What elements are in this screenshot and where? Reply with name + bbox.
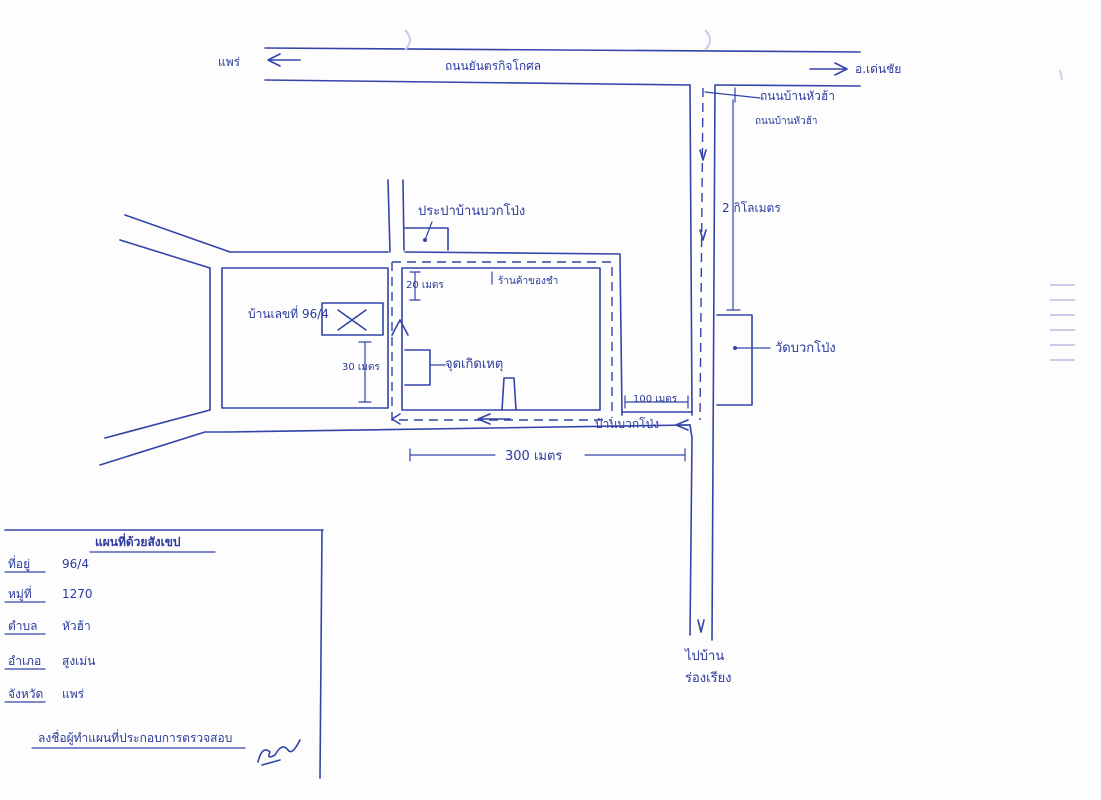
legend-value-3: หัวฮ้า — [62, 619, 91, 633]
west-arrow — [267, 53, 301, 67]
east-direction-label: อ.เด่นชัย — [855, 62, 901, 76]
legend-key-1: ที่อยู่ — [8, 555, 30, 572]
village-roads — [99, 179, 693, 466]
legend-value-1: 96/4 — [62, 557, 89, 571]
legend-row-3: ตำบล หัวฮ้า — [8, 619, 91, 633]
legend-key-5: จังหวัด — [8, 687, 43, 701]
main-road — [264, 29, 1063, 87]
main-road-label: ถนนยันตรกิจโกศล — [445, 59, 541, 73]
house-lot — [221, 267, 389, 409]
side-road-label-2: ถนนบ้านหัวฮ้า — [755, 115, 817, 127]
legend-key-2: หมู่ที่ — [8, 585, 32, 602]
dist-100m-label: 100 เมตร — [633, 394, 678, 405]
dist-300m-label: 300 เมตร — [505, 449, 562, 464]
legend-box — [4, 529, 324, 779]
side-distance-label: 2 กิโลเมตร — [722, 201, 781, 215]
target-house-label: จุดเกิดเหตุ — [445, 357, 503, 372]
temple-label: วัดบวกโป่ง — [775, 340, 836, 356]
grocery-label: ร้านค้าของชำ — [498, 275, 558, 287]
target-house-marker — [404, 349, 517, 411]
temple-marker — [716, 314, 771, 406]
legend-key-4: อำเภอ — [8, 654, 41, 668]
water-supply-marker — [404, 221, 449, 251]
legend-value-4: สูงเม่น — [62, 654, 95, 669]
legend-footer: ลงชื่อผู้ทำแผนที่ประกอบการตรวจสอบ — [38, 729, 232, 746]
signature — [257, 739, 301, 766]
legend-value-2: 1270 — [62, 587, 93, 601]
legend-key-3: ตำบล — [8, 619, 38, 633]
east-arrow — [809, 62, 848, 76]
south-direction-label-1: ไปบ้าน — [684, 648, 724, 664]
side-road-label-1: ถนนบ้านหัวฮ้า — [760, 89, 835, 103]
legend-row-2: หมู่ที่ 1270 — [8, 585, 93, 602]
legend-row-4: อำเภอ สูงเม่น — [8, 654, 95, 669]
inner-block — [391, 261, 613, 421]
side-road — [689, 84, 716, 641]
legend-value-5: แพร่ — [62, 687, 85, 701]
legend-row-1: ที่อยู่ 96/4 — [8, 555, 89, 572]
south-direction-label-2: ร่องเรียง — [685, 670, 732, 686]
legend-row-5: จังหวัด แพร่ — [8, 687, 85, 701]
dist-30m-label: 30 เมตร — [342, 362, 380, 373]
west-direction-label: แพร่ — [218, 55, 241, 69]
legend-title: แผนที่ด้วยสังเขป — [95, 533, 181, 549]
village-name-label: บ้านบวกโป่ง — [595, 417, 659, 431]
dist-20m-label: 20 เมตร — [406, 280, 444, 291]
house-number-label: บ้านเลขที่ 96/4 — [248, 305, 329, 321]
water-supply-label: ประปาบ้านบวกโป่ง — [418, 203, 525, 219]
